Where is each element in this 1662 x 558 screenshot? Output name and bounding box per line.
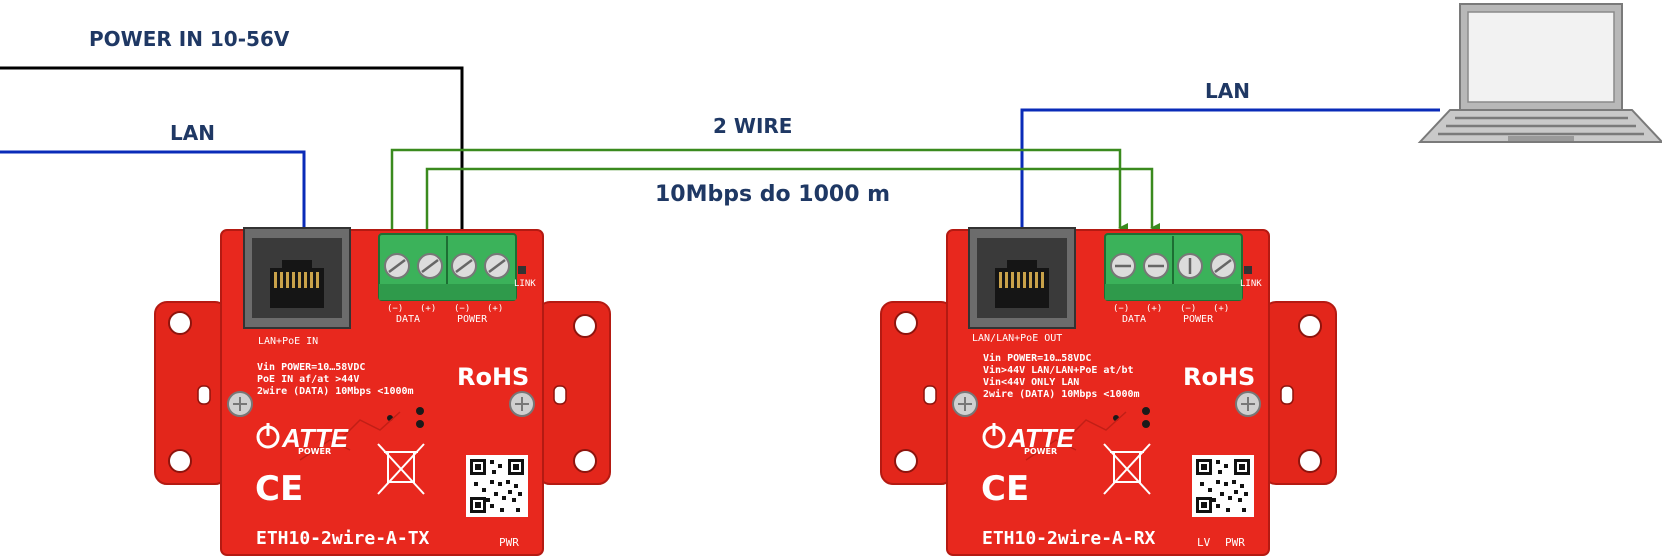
rx-terminal-sign: (+) bbox=[1213, 304, 1229, 314]
rx-qr-code bbox=[1192, 455, 1254, 517]
tx-spec-line: PoE IN af/at >44V bbox=[257, 374, 359, 385]
tx-board-screw bbox=[509, 391, 535, 417]
rx-link-label: LINK bbox=[1240, 279, 1262, 289]
rx-terminal-screw[interactable] bbox=[1143, 253, 1169, 279]
tx-link-led bbox=[518, 266, 526, 274]
rx-ce-mark: CE bbox=[981, 469, 1029, 509]
rx-brand-logo: ATTE POWER bbox=[982, 423, 1075, 456]
power-wire bbox=[0, 66, 464, 236]
rx-terminal-sign: (−) bbox=[1180, 304, 1196, 314]
rx-rohs-mark: RoHS bbox=[1183, 363, 1255, 391]
laptop-icon bbox=[1417, 3, 1662, 143]
tx-qr-code bbox=[466, 455, 528, 517]
tx-terminal-sign: (+) bbox=[420, 304, 436, 314]
rx-terminal-screw[interactable] bbox=[1177, 253, 1203, 279]
rx-terminal-block[interactable] bbox=[1104, 233, 1243, 301]
rx-board-screw bbox=[1235, 391, 1261, 417]
rx-terminal-sign: (+) bbox=[1146, 304, 1162, 314]
tx-terminal-block[interactable] bbox=[378, 233, 517, 301]
svg-text:ATTE: ATTE bbox=[281, 423, 349, 453]
tx-terminal-sign: (−) bbox=[387, 304, 403, 314]
rx-weee-bin-icon bbox=[1103, 443, 1151, 495]
rx-board-screw bbox=[952, 391, 978, 417]
tx-spec-line: 2wire (DATA) 10Mbps <1000m bbox=[257, 385, 414, 397]
lan-right-label: LAN bbox=[1205, 79, 1250, 103]
rx-spec-line: Vin>44V LAN/LAN+PoE at/bt bbox=[983, 364, 1134, 376]
data-wire-outer bbox=[390, 148, 1128, 236]
rx-terminal-screw[interactable] bbox=[1210, 253, 1236, 279]
speed-label: 10Mbps do 1000 m bbox=[655, 182, 890, 207]
rx-module: LAN/LAN+PoE OUT LINK (−) (+) (−) (+) DAT… bbox=[880, 227, 1337, 556]
rx-spec-line: Vin<44V ONLY LAN bbox=[983, 376, 1079, 388]
rx-terminal-screw[interactable] bbox=[1110, 253, 1136, 279]
data-wire-inner bbox=[425, 167, 1160, 236]
power-in-label: POWER IN 10-56V bbox=[89, 27, 290, 51]
tx-rj45-port[interactable] bbox=[243, 227, 351, 329]
tx-pwr-led-label: PWR bbox=[499, 536, 519, 549]
tx-weee-bin-icon bbox=[377, 443, 425, 495]
tx-power-label: POWER bbox=[457, 314, 488, 325]
rx-terminal-sign: (−) bbox=[1113, 304, 1129, 314]
rx-spec-line: Vin POWER=10…58VDC bbox=[983, 352, 1091, 364]
tx-module: LAN+PoE IN LINK (−) (+) (−) (+) DATA POW… bbox=[154, 227, 611, 556]
rx-pwr-led-label: PWR bbox=[1225, 536, 1245, 549]
lan-left-label: LAN bbox=[170, 121, 215, 145]
tx-brand-logo: ATTE POWER bbox=[256, 423, 349, 456]
tx-spec-line: Vin POWER=10…58VDC bbox=[257, 361, 365, 373]
tx-terminal-screw[interactable] bbox=[484, 253, 510, 279]
rx-power-label: POWER bbox=[1183, 314, 1214, 325]
rx-data-label: DATA bbox=[1122, 314, 1146, 325]
rx-link-led bbox=[1244, 266, 1252, 274]
lan-wire-right bbox=[1020, 108, 1440, 232]
rx-lv-led-label: LV bbox=[1197, 536, 1211, 549]
svg-text:POWER: POWER bbox=[298, 447, 331, 456]
svg-text:POWER: POWER bbox=[1024, 447, 1057, 456]
tx-terminal-screw[interactable] bbox=[417, 253, 443, 279]
tx-ce-mark: CE bbox=[255, 469, 303, 509]
tx-model-name: ETH10-2wire-A-TX bbox=[256, 528, 430, 549]
tx-terminal-screw[interactable] bbox=[451, 253, 477, 279]
tx-board-screw bbox=[227, 391, 253, 417]
tx-rohs-mark: RoHS bbox=[457, 363, 529, 391]
rx-spec-line: 2wire (DATA) 10Mbps <1000m bbox=[983, 388, 1140, 400]
tx-terminal-screw[interactable] bbox=[384, 253, 410, 279]
two-wire-label: 2 WIRE bbox=[713, 114, 792, 138]
lan-wire-left bbox=[0, 150, 306, 236]
tx-link-label: LINK bbox=[514, 279, 536, 289]
rx-port-label: LAN/LAN+PoE OUT bbox=[972, 333, 1062, 344]
rx-rj45-port[interactable] bbox=[968, 227, 1076, 329]
tx-terminal-sign: (+) bbox=[487, 304, 503, 314]
tx-data-label: DATA bbox=[396, 314, 420, 325]
rx-model-name: ETH10-2wire-A-RX bbox=[982, 528, 1156, 549]
wires bbox=[0, 66, 1440, 236]
tx-terminal-sign: (−) bbox=[454, 304, 470, 314]
tx-port-label: LAN+PoE IN bbox=[258, 336, 318, 347]
svg-text:ATTE: ATTE bbox=[1007, 423, 1075, 453]
